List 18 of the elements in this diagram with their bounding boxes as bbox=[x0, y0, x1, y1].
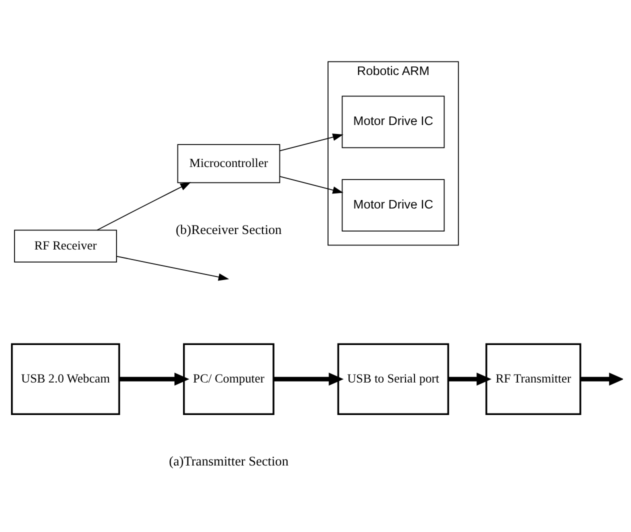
arrow bbox=[116, 255, 230, 280]
node-box: RF Receiver bbox=[14, 229, 117, 262]
arrow bbox=[279, 176, 344, 194]
node-box: PC/ Computer bbox=[183, 342, 274, 415]
arrow bbox=[274, 372, 344, 386]
node-box: Microcontroller bbox=[177, 144, 280, 183]
arrow bbox=[119, 372, 190, 386]
label: (b)Receiver Section bbox=[176, 222, 282, 237]
node-box: USB 2.0 Webcam bbox=[11, 342, 120, 415]
arrow bbox=[448, 372, 492, 386]
node-box: Motor Drive IC bbox=[342, 95, 445, 148]
label: (a)Transmitter Section bbox=[168, 453, 288, 468]
arrow bbox=[96, 182, 191, 230]
node-box: Motor Drive IC bbox=[342, 178, 445, 231]
arrow bbox=[279, 133, 344, 151]
arrow bbox=[580, 372, 623, 386]
node-box: USB to Serial port bbox=[337, 342, 450, 415]
node-box: RF Transmitter bbox=[485, 342, 582, 415]
